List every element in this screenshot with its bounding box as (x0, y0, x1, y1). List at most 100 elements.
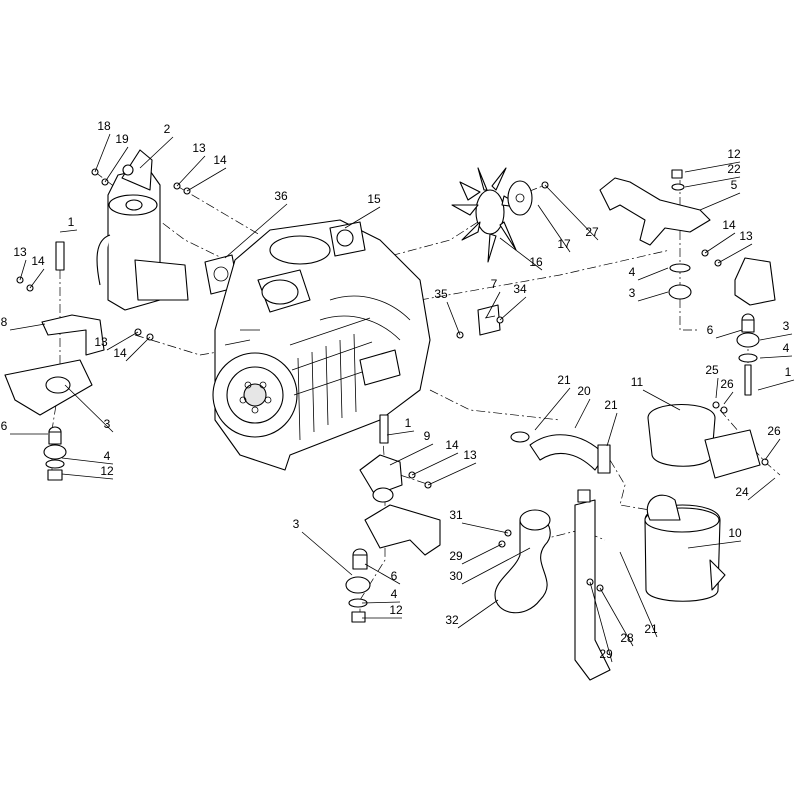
callout-number-c36: 36 (274, 189, 288, 203)
callout-number-c26a: 26 (720, 377, 734, 391)
callout-number-c34: 34 (513, 282, 527, 296)
fan-spacer (507, 180, 533, 216)
callout-leader-c36 (224, 203, 288, 259)
callout-leader-c25 (715, 377, 719, 399)
intake-pipe (494, 509, 551, 614)
callout-leader-c8 (9, 323, 46, 331)
callout-leader-c32 (457, 599, 499, 629)
callout-leader-c13e (427, 462, 477, 486)
callout-leader-c13d (717, 243, 753, 264)
callout-number-c20: 20 (577, 384, 591, 398)
callout-number-c15: 15 (367, 192, 381, 206)
callout-number-c27: 27 (585, 225, 599, 239)
callout-leader-c26a (723, 391, 734, 405)
callout-number-c5: 5 (731, 178, 738, 192)
callout-number-c6a: 6 (1, 419, 8, 433)
callout-number-c14c: 14 (113, 346, 127, 360)
air-cleaner (644, 494, 726, 602)
callout-number-c1b: 1 (785, 365, 792, 379)
callout-leader-c24 (747, 477, 776, 501)
callout-number-c31: 31 (449, 508, 463, 522)
callout-number-c3d: 3 (293, 517, 300, 531)
callout-number-c14b: 14 (31, 254, 45, 268)
callout-number-c14a: 14 (213, 153, 227, 167)
callout-leader-c16 (499, 237, 543, 271)
callout-number-c10: 10 (728, 526, 742, 540)
callout-number-c21a: 21 (557, 373, 571, 387)
callout-leader-c30 (461, 547, 531, 585)
callout-leader-c12b (684, 161, 741, 173)
engine (212, 219, 431, 471)
callout-leader-c17 (537, 204, 571, 253)
callout-leader-c18a (94, 133, 111, 173)
callout-leader-c4a (61, 457, 114, 465)
callout-leader-c14a (186, 167, 227, 192)
callout-number-c12b: 12 (727, 147, 741, 161)
callout-leader-c1c (386, 430, 415, 436)
callout-leader-c4c (759, 355, 793, 359)
callout-leader-c27 (544, 184, 599, 241)
callout-number-c1c: 1 (405, 416, 412, 430)
callout-number-c3a: 3 (104, 417, 111, 431)
air-cleaner-bracket (647, 404, 761, 479)
callout-number-c17: 17 (557, 237, 571, 251)
callout-number-c13c: 13 (94, 335, 108, 349)
callout-number-c22: 22 (727, 162, 741, 176)
callout-number-c35: 35 (434, 287, 448, 301)
callout-leader-c21c (619, 551, 658, 638)
callout-number-c14e: 14 (445, 438, 459, 452)
callout-leader-c13b (19, 259, 27, 281)
callout-number-c12c: 12 (389, 603, 403, 617)
callout-leader-c7 (485, 291, 501, 319)
callout-leader-c22 (684, 176, 741, 188)
callout-leader-c29b (589, 581, 613, 663)
callout-number-c11: 11 (631, 375, 644, 389)
callout-number-c21b: 21 (604, 398, 618, 412)
callout-number-c4d: 4 (391, 587, 398, 601)
callout-leader-c2 (139, 136, 174, 169)
front-mount-bracket (345, 414, 441, 623)
callout-number-c12a: 12 (100, 464, 114, 478)
callout-leader-c28 (599, 587, 634, 647)
callout-leader-c1a (59, 229, 78, 233)
callout-number-c29b: 29 (599, 647, 613, 661)
callout-number-c4a: 4 (104, 449, 111, 463)
callout-leader-c3d (301, 531, 353, 576)
callout-number-c1a: 1 (68, 215, 75, 229)
vibration-mounts-right (668, 257, 776, 396)
callout-leader-c6b (715, 329, 743, 339)
callout-number-c6c: 6 (391, 569, 398, 583)
callout-leader-c26b (764, 438, 781, 461)
callout-leader-c31 (461, 522, 509, 534)
callout-number-c19a: 19 (115, 132, 129, 146)
callout-leader-c14c (125, 336, 151, 362)
callout-number-c14d: 14 (722, 218, 736, 232)
callout-leader-c11 (642, 389, 681, 411)
callout-number-c26b: 26 (767, 424, 781, 438)
callout-leader-c34 (499, 296, 527, 321)
callout-number-c3b: 3 (629, 286, 636, 300)
callout-leader-c13a (176, 155, 206, 187)
callout-leader-c13c (106, 331, 139, 351)
callout-number-c2: 2 (164, 122, 171, 136)
callout-number-c4b: 4 (629, 265, 636, 279)
callout-number-c6b: 6 (707, 323, 714, 337)
callout-leader-c20 (574, 398, 591, 429)
callout-number-c13a: 13 (192, 141, 206, 155)
callout-number-c21c: 21 (644, 622, 658, 636)
callout-leader-c14d (704, 232, 736, 254)
callout-number-c13e: 13 (463, 448, 477, 462)
engine-mount-bracket-rear (599, 169, 711, 246)
callout-number-c28: 28 (620, 631, 634, 645)
callout-leader-c9 (389, 443, 434, 466)
callout-number-c13b: 13 (13, 245, 27, 259)
callout-leader-c4d (361, 601, 401, 604)
intake-hose (510, 431, 611, 474)
vibration-mounts-left (4, 241, 105, 481)
callout-number-c4c: 4 (783, 341, 790, 355)
callout-number-c32: 32 (445, 613, 459, 627)
callout-number-c24: 24 (735, 485, 749, 499)
